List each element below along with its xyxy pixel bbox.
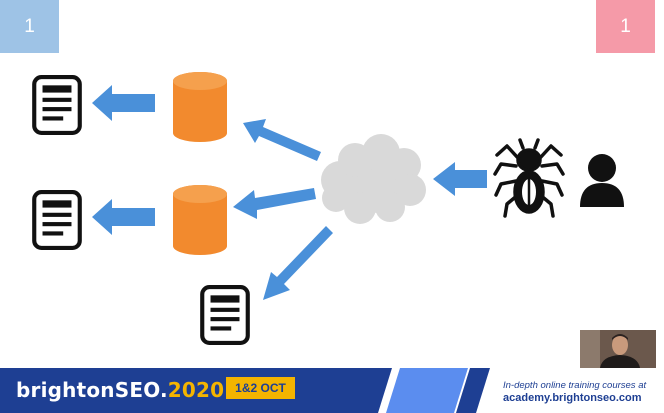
arrow-cloud-to-db-top [243, 119, 321, 161]
arrow-crawler-to-cloud [433, 162, 487, 196]
brand-logo: brightonSEO.2020 [16, 378, 224, 402]
user-icon [580, 154, 624, 207]
document-icon [34, 192, 80, 248]
cloud-icon [321, 134, 426, 224]
brand-name: brightonSEO. [16, 378, 168, 402]
slide-number-badge-left: 1 [0, 0, 59, 53]
document-icon [202, 287, 248, 343]
database-icon [173, 185, 227, 255]
arrow-cloud-to-doc [263, 226, 333, 300]
presenter-webcam [580, 330, 656, 368]
arrow-cloud-to-db-bottom [233, 188, 316, 219]
database-icon [173, 72, 227, 142]
brand-year: 2020 [167, 378, 225, 402]
presenter-webcam-icon [580, 330, 656, 368]
promo-text: In-depth online training courses at [503, 380, 647, 391]
slide-number-badge-right: 1 [596, 0, 655, 53]
spider-icon [493, 138, 565, 218]
arrow-db-to-doc-top [92, 85, 155, 121]
promo-url-link[interactable]: academy.brightonseo.com [503, 392, 642, 404]
event-date-tag: 1&2 OCT [226, 377, 295, 399]
document-icon [34, 77, 80, 133]
arrow-db-to-doc-bottom [92, 199, 155, 235]
